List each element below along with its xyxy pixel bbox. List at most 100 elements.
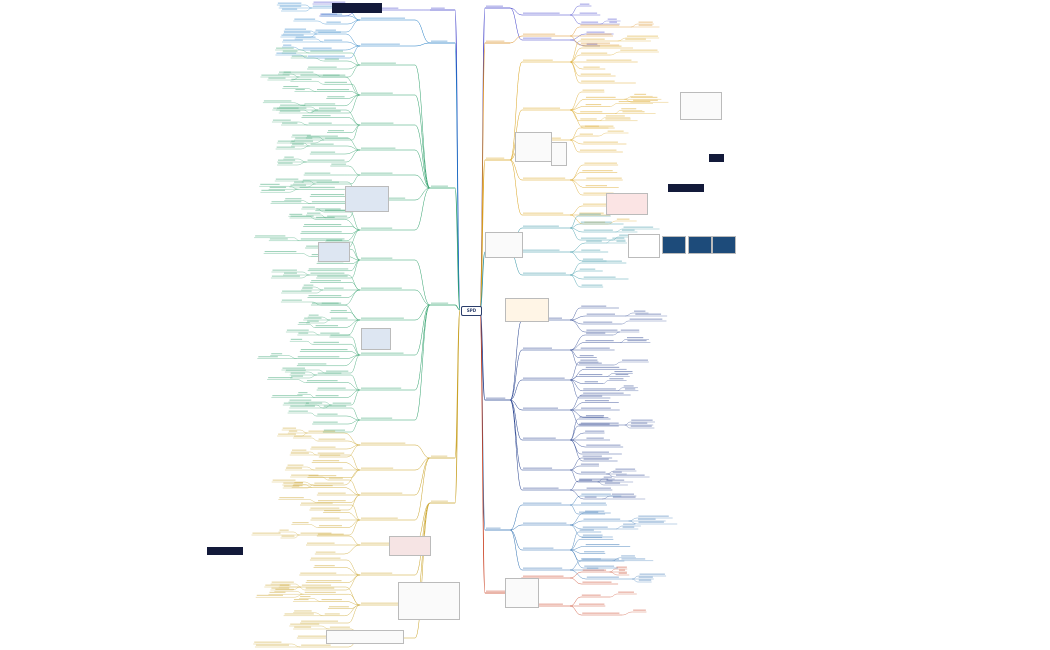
topic-text-placeholder	[616, 240, 626, 242]
topic-text-placeholder	[332, 402, 352, 404]
topic-text-placeholder	[579, 423, 610, 425]
leaf-connector	[309, 180, 316, 185]
topic-text-placeholder	[317, 533, 344, 535]
topic-text-placeholder	[304, 317, 322, 319]
topic-text-placeholder	[317, 372, 342, 374]
topic-text-placeholder	[638, 576, 653, 578]
leaf-connector	[569, 402, 584, 411]
topic-text-placeholder	[523, 567, 563, 569]
dark-note[interactable]	[709, 154, 724, 162]
leaf-connector	[613, 331, 620, 336]
topic-text-placeholder	[297, 363, 327, 365]
topic-text-placeholder	[584, 400, 609, 402]
topic-text-placeholder	[585, 340, 614, 342]
dark-note[interactable]	[207, 547, 243, 555]
leaf-connector	[628, 520, 638, 525]
topic-text-placeholder	[330, 317, 348, 319]
topic-text-placeholder	[323, 429, 346, 431]
topic-text-placeholder	[321, 13, 343, 15]
topic-text-placeholder	[277, 107, 307, 109]
leaf-connector	[569, 319, 583, 325]
topic-text-placeholder	[582, 455, 602, 457]
topic-text-placeholder	[361, 317, 404, 319]
slide-thumbnail[interactable]	[662, 236, 686, 254]
topic-text-placeholder	[282, 367, 305, 369]
leaf-connector	[597, 481, 604, 486]
leaf-connector	[569, 457, 582, 471]
map-thumbnail[interactable]	[505, 298, 549, 322]
topic-text-placeholder	[308, 314, 319, 316]
leaf-connector	[569, 14, 581, 25]
topic-text-placeholder	[317, 413, 338, 415]
slide-thumbnail[interactable]	[712, 236, 736, 254]
table-thumbnail[interactable]	[361, 328, 391, 350]
topic-text-placeholder	[586, 31, 605, 33]
topic-text-placeholder	[282, 8, 298, 10]
topic-text-placeholder	[583, 141, 618, 143]
central-topic[interactable]: SPD	[461, 306, 482, 316]
topic-text-placeholder	[254, 641, 282, 643]
leaf-connector	[632, 575, 639, 580]
topic-text-placeholder	[585, 366, 620, 368]
table-thumbnail[interactable]	[389, 536, 431, 556]
leaf-connector	[346, 229, 361, 241]
table-thumbnail[interactable]	[680, 92, 722, 120]
leaf-connector	[344, 469, 361, 486]
chart-thumbnail[interactable]	[628, 234, 660, 258]
topic-text-placeholder	[289, 399, 312, 401]
leaf-connector	[569, 227, 581, 241]
leaf-connector	[569, 334, 586, 351]
main-branch-connector	[454, 42, 461, 311]
topic-text-placeholder	[630, 96, 658, 98]
topic-text-placeholder	[311, 201, 347, 203]
leaf-connector	[569, 342, 585, 351]
leaf-connector	[316, 38, 324, 43]
topic-text-placeholder	[582, 612, 620, 614]
topic-text-placeholder	[281, 299, 302, 301]
dark-note[interactable]	[332, 3, 382, 13]
topic-text-placeholder	[579, 362, 602, 364]
diagram-thumbnail[interactable]	[505, 578, 539, 608]
topic-text-placeholder	[312, 5, 342, 7]
topic-text-placeholder	[582, 45, 622, 47]
topic-text-placeholder	[295, 89, 305, 91]
topic-text-placeholder	[307, 320, 319, 322]
main-branch-connector	[454, 309, 461, 504]
topic-text-placeholder	[300, 596, 311, 598]
topic-text-placeholder	[272, 395, 303, 397]
topic-text-placeholder	[583, 229, 613, 231]
topic-text-placeholder	[431, 40, 448, 42]
topic-text-placeholder	[324, 81, 347, 83]
topic-text-placeholder	[604, 482, 621, 484]
leaf-connector	[313, 57, 324, 62]
topic-text-placeholder	[583, 518, 621, 520]
leaf-connector	[309, 324, 315, 328]
diagram-thumbnail[interactable]	[398, 582, 460, 620]
topic-text-placeholder	[310, 272, 345, 274]
topic-text-placeholder	[292, 143, 304, 145]
topic-text-placeholder	[326, 21, 341, 23]
diagram-thumbnail[interactable]	[485, 232, 523, 258]
leaf-connector	[317, 208, 325, 213]
table-thumbnail[interactable]	[318, 242, 350, 262]
table-thumbnail[interactable]	[606, 193, 648, 215]
table-thumbnail[interactable]	[551, 142, 567, 166]
topic-text-placeholder	[581, 305, 607, 307]
leaf-connector	[312, 331, 320, 336]
diagram-thumbnail[interactable]	[515, 132, 552, 162]
leaf-connector	[318, 136, 325, 141]
subtopic-connector	[509, 379, 523, 401]
leaf-connector	[305, 4, 312, 9]
topic-text-placeholder	[317, 89, 350, 91]
slide-thumbnail[interactable]	[688, 236, 712, 254]
leaf-connector	[569, 546, 585, 551]
leaf-connector	[569, 274, 581, 288]
text-thumbnail[interactable]	[326, 630, 404, 644]
topic-text-placeholder	[581, 249, 601, 251]
leaf-connector	[615, 525, 623, 530]
leaf-connector	[350, 249, 361, 261]
table-thumbnail[interactable]	[345, 186, 389, 212]
leaf-connector	[617, 387, 623, 391]
topic-text-placeholder	[607, 130, 624, 132]
dark-note[interactable]	[668, 184, 704, 192]
